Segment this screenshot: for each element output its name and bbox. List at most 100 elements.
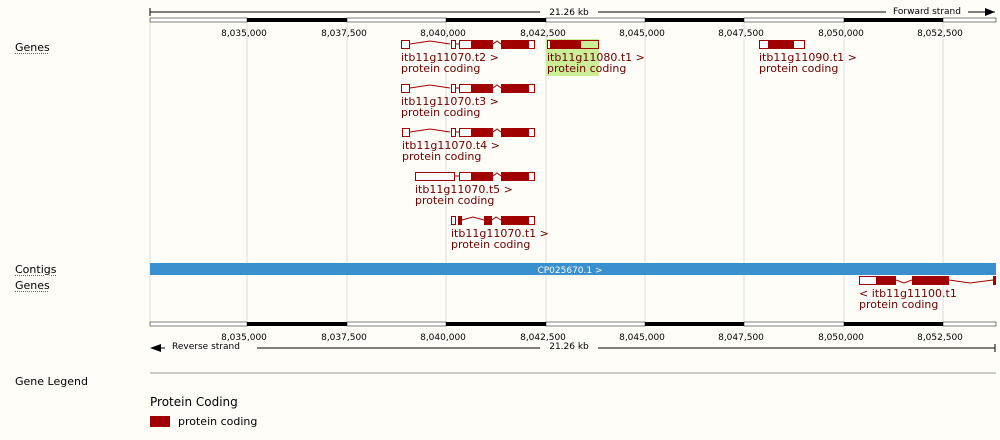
- transcript-itb11g11090-t1[interactable]: itb11g11090.t1 > protein coding: [759, 40, 857, 75]
- span-label: 21.26 kb: [549, 8, 589, 18]
- utr-exon: [528, 216, 535, 225]
- utr-exon: [528, 84, 535, 93]
- utr-exon: [528, 172, 535, 181]
- track-label-genes-reverse[interactable]: Genes: [15, 279, 50, 292]
- ruler-segment: [346, 321, 447, 327]
- track-label-contigs[interactable]: Contigs: [15, 263, 57, 276]
- ruler-segment: [844, 18, 943, 22]
- ruler-segment: [149, 17, 248, 23]
- transcript-name[interactable]: itb11g11080.t1 >: [547, 51, 645, 64]
- coding-exon: [912, 276, 949, 285]
- coding-exon: [484, 216, 492, 225]
- ruler-segment: [247, 18, 347, 22]
- utr-exon: [580, 40, 599, 49]
- transcript-name[interactable]: < itb11g11100.t1: [859, 287, 957, 300]
- tick-label: 8,050,000: [818, 29, 864, 39]
- ruler-segment: [743, 321, 845, 327]
- ruler-segment: [844, 322, 943, 326]
- coding-exon: [501, 40, 528, 49]
- intron-line: [492, 128, 502, 133]
- transcript-itb11g11070-t1[interactable]: itb11g11070.t1 > protein coding: [451, 216, 549, 251]
- ruler-segment: [446, 18, 546, 22]
- contig-bar[interactable]: CP025670.1 >: [150, 263, 996, 276]
- transcript-name[interactable]: itb11g11070.t1 >: [451, 227, 549, 240]
- transcript-itb11g11100-t1[interactable]: < itb11g11100.t1 protein coding: [859, 276, 996, 311]
- tick-label: 8,035,000: [221, 333, 267, 343]
- gene-legend-title: Gene Legend: [15, 375, 88, 388]
- ruler-segment: [545, 321, 646, 327]
- coding-exon: [458, 216, 462, 225]
- track-label-genes-forward[interactable]: Genes: [15, 41, 50, 54]
- top-ruler[interactable]: 21.26 kb Forward strand 8,035,000 8,037,…: [149, 7, 997, 39]
- tick-label: 8,040,000: [420, 333, 466, 343]
- utr-exon: [415, 172, 455, 181]
- transcript-biotype: protein coding: [859, 298, 938, 311]
- utr-exon: [459, 84, 472, 93]
- contig-label: CP025670.1 >: [537, 266, 602, 276]
- ruler-segment: [446, 322, 546, 326]
- tick-label: 8,052,500: [917, 333, 963, 343]
- utr-exon: [401, 40, 410, 49]
- intron-line: [461, 216, 485, 221]
- tick-label: 8,045,000: [619, 29, 665, 39]
- coding-exon: [993, 276, 996, 285]
- transcript-biotype: protein coding: [402, 150, 481, 163]
- utr-exon: [451, 128, 456, 137]
- ruler-segment: [247, 322, 347, 326]
- intron-line: [492, 172, 502, 177]
- transcript-name[interactable]: itb11g11090.t1 >: [759, 51, 857, 64]
- tick-label: 8,052,500: [917, 29, 963, 39]
- ruler-segment: [645, 322, 744, 326]
- tick-label: 8,045,000: [619, 333, 665, 343]
- utr-exon: [451, 40, 456, 49]
- transcript-name[interactable]: itb11g11070.t4 >: [402, 139, 500, 152]
- transcript-name[interactable]: itb11g11070.t5 >: [415, 183, 513, 196]
- transcript-biotype: protein coding: [547, 62, 626, 75]
- utr-exon: [759, 40, 769, 49]
- utr-exon: [451, 216, 456, 225]
- coding-exon: [876, 276, 896, 285]
- coding-exon: [550, 40, 580, 49]
- tick-label: 8,035,000: [221, 29, 267, 39]
- transcript-itb11g11070-t2[interactable]: itb11g11070.t2 > protein coding: [401, 40, 535, 75]
- intron-line: [409, 84, 451, 89]
- contig-segment[interactable]: [150, 263, 996, 275]
- utr-exon: [402, 128, 410, 137]
- ruler-segment: [942, 17, 997, 23]
- utr-exon: [459, 128, 472, 137]
- transcript-itb11g11070-t5[interactable]: itb11g11070.t5 > protein coding: [415, 172, 535, 207]
- transcript-itb11g11070-t4[interactable]: itb11g11070.t4 > protein coding: [402, 128, 535, 163]
- ruler-segment: [149, 321, 248, 327]
- transcript-biotype: protein coding: [415, 194, 494, 207]
- tick-label: 8,042,500: [520, 333, 566, 343]
- transcript-itb11g11070-t3[interactable]: itb11g11070.t3 > protein coding: [401, 84, 535, 119]
- transcript-itb11g11080-t1[interactable]: itb11g11080.t1 > protein coding: [546, 39, 645, 76]
- intron-line: [491, 216, 502, 221]
- utr-exon: [793, 40, 805, 49]
- intron-line: [409, 128, 451, 133]
- span-label: 21.26 kb: [549, 342, 589, 352]
- legend-item-label: protein coding: [178, 414, 258, 428]
- tick-label: 8,040,000: [420, 29, 466, 39]
- coding-exon: [471, 40, 493, 49]
- intron-line: [948, 279, 994, 284]
- utr-exon: [528, 40, 535, 49]
- coding-exon: [501, 84, 528, 93]
- transcript-biotype: protein coding: [451, 238, 530, 251]
- transcript-name[interactable]: itb11g11070.t3 >: [401, 95, 499, 108]
- ruler-segment: [743, 17, 845, 23]
- tick-label: 8,050,000: [818, 333, 864, 343]
- bottom-ruler[interactable]: 8,035,000 8,037,500 8,040,000 8,042,500 …: [149, 321, 997, 352]
- forward-strand-label: Forward strand: [893, 7, 961, 17]
- tick-label: 8,042,500: [520, 29, 566, 39]
- transcript-name[interactable]: itb11g11070.t2 >: [401, 51, 499, 64]
- coding-exon: [501, 172, 528, 181]
- transcript-biotype: protein coding: [401, 106, 480, 119]
- utr-exon: [401, 84, 410, 93]
- utr-exon: [859, 276, 877, 285]
- coding-exon: [471, 84, 493, 93]
- ruler-segment: [346, 17, 447, 23]
- legend-heading: Protein Coding: [150, 395, 238, 409]
- utr-exon: [459, 40, 472, 49]
